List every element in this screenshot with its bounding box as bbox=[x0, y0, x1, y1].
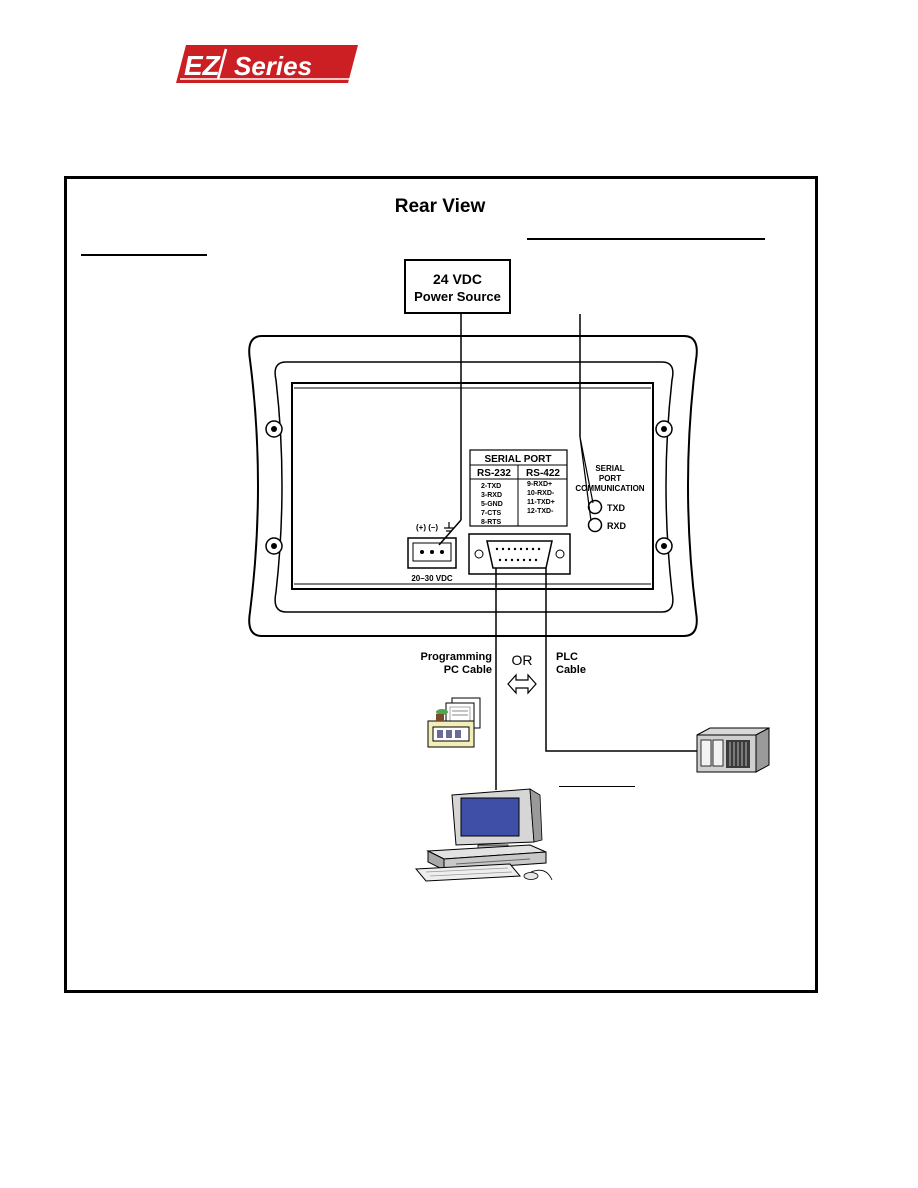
logo-text-ez: EZ bbox=[184, 50, 221, 81]
pin-label: 3-RXD bbox=[481, 492, 502, 499]
plc-cable-line bbox=[545, 568, 697, 752]
rs232-header: RS-232 bbox=[477, 468, 511, 479]
pin-label: 8-RTS bbox=[481, 519, 502, 526]
serial-port-label: SERIAL PORT RS-232 RS-422 2-TXD 3-RXD 5-… bbox=[469, 449, 568, 527]
terminal-polarity-label: (+) (–) bbox=[416, 523, 438, 532]
or-label: OR bbox=[511, 652, 533, 668]
terminal-voltage-label: 20–30 VDC bbox=[411, 574, 453, 583]
programming-cable-label: Programming PC Cable bbox=[392, 651, 492, 677]
plc-icon bbox=[696, 727, 770, 773]
power-source-box: 24 VDC Power Source bbox=[404, 259, 511, 314]
divider-line bbox=[559, 786, 635, 787]
leader-line bbox=[579, 436, 592, 522]
plc-cable-label-line1: PLC bbox=[556, 651, 578, 663]
programming-cable-label-line1: Programming bbox=[420, 651, 492, 663]
programming-cable-label-line2: PC Cable bbox=[443, 664, 492, 676]
pin-label: 9-RXD+ bbox=[527, 481, 552, 488]
db15-serial-connector bbox=[468, 533, 571, 575]
logo-banner bbox=[176, 45, 358, 83]
diagram-frame bbox=[64, 176, 818, 993]
logo-text-series: Series bbox=[234, 51, 312, 81]
serial-port-title: SERIAL PORT bbox=[484, 454, 551, 465]
mounting-screw bbox=[265, 537, 283, 555]
pin-label: 10-RXD- bbox=[527, 490, 555, 497]
plc-cable-label: PLC Cable bbox=[556, 651, 616, 677]
divider-line bbox=[527, 238, 765, 240]
txd-label: TXD bbox=[607, 503, 626, 513]
rxd-led bbox=[587, 517, 603, 533]
mounting-screw bbox=[265, 420, 283, 438]
mounting-screw bbox=[655, 420, 673, 438]
rxd-label: RXD bbox=[607, 521, 627, 531]
power-lead bbox=[438, 519, 462, 546]
power-source-voltage: 24 VDC bbox=[432, 271, 483, 287]
comm-label-line3: COMMUNICATION bbox=[575, 484, 644, 493]
diagram-title: Rear View bbox=[394, 196, 486, 217]
power-source-label: Power Source bbox=[414, 289, 501, 304]
pin-label: 5-GND bbox=[481, 501, 503, 508]
pin-label: 12-TXD- bbox=[527, 508, 554, 515]
plc-cable-label-line2: Cable bbox=[556, 664, 586, 676]
mounting-screw bbox=[655, 537, 673, 555]
leader-line bbox=[579, 436, 594, 504]
power-terminal-block bbox=[407, 537, 457, 569]
pin-label: 11-TXD+ bbox=[527, 499, 555, 506]
comm-label-line2: PORT bbox=[599, 474, 621, 483]
pin-label: 2-TXD bbox=[481, 483, 501, 490]
computer-icon bbox=[414, 788, 553, 882]
software-icon bbox=[427, 697, 481, 748]
rs422-header: RS-422 bbox=[526, 468, 560, 479]
txd-led bbox=[587, 499, 603, 515]
divider-line bbox=[81, 254, 207, 256]
ez-series-logo: EZ Series bbox=[176, 45, 358, 83]
double-arrow-icon bbox=[507, 673, 537, 695]
comm-label-line1: SERIAL bbox=[595, 464, 624, 473]
pin-label: 7-CTS bbox=[481, 510, 502, 517]
